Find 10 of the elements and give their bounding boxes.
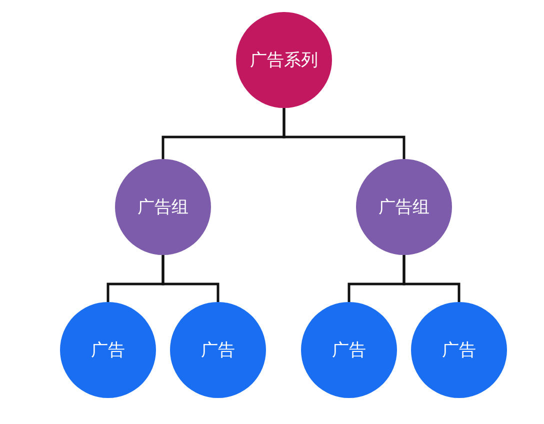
- node-label: 广告: [90, 340, 126, 362]
- connector-line: [162, 255, 220, 302]
- node-label: 广告组: [136, 196, 190, 218]
- node-label: 广告组: [378, 196, 430, 218]
- node-label: 广告: [331, 340, 367, 362]
- connector-line: [282, 108, 406, 159]
- node-label: 广告系列: [249, 50, 319, 72]
- node-label: 广告: [441, 340, 477, 362]
- connector-line: [402, 255, 460, 302]
- node-label: 广告: [200, 340, 236, 362]
